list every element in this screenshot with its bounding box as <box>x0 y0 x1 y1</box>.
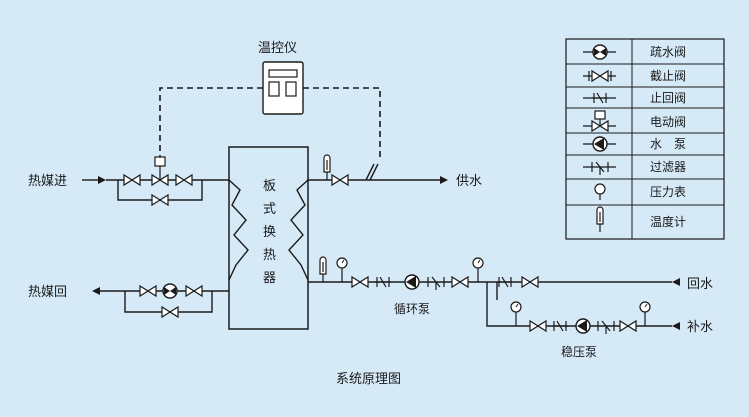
controller-label: 温控仪 <box>258 41 297 56</box>
makeup-strainer <box>597 320 615 335</box>
stabilizer-pump <box>575 318 591 334</box>
exchanger-char-4: 热 <box>263 248 276 263</box>
inlet-gate-valve-2 <box>175 174 193 186</box>
legend-label-pressure-gauge: 压力表 <box>650 185 686 199</box>
inlet-bypass-valve <box>151 194 169 206</box>
return-water-arrow <box>672 278 680 286</box>
makeup-check-valve <box>551 320 569 332</box>
makeup-pressure-gauge-1 <box>510 301 522 327</box>
supply-thermometer <box>323 154 331 181</box>
gate-valve-icon <box>583 70 616 82</box>
supply-label: 供水 <box>456 174 482 189</box>
strainer-icon <box>583 161 616 176</box>
supply-gate-valve <box>331 174 349 186</box>
return-gate-valve-1 <box>139 285 157 297</box>
return-water-label: 回水 <box>687 277 713 292</box>
legend-label-motorized-valve: 电动阀 <box>650 115 686 129</box>
legend-label-thermometer: 温度计 <box>650 214 686 229</box>
exchanger-char-5: 器 <box>263 271 276 286</box>
legend: 疏水阀 截止阀 止回阀 电动阀 水 泵 过滤器 压力表 温度计 <box>565 38 725 240</box>
legend-label-strainer: 过滤器 <box>650 160 686 174</box>
return-pressure-gauge-1 <box>336 257 348 283</box>
return-pressure-gauge-2 <box>472 257 484 283</box>
makeup-gate-valve-2 <box>619 320 637 332</box>
legend-label-check-valve: 止回阀 <box>650 91 686 105</box>
supply-arrow <box>440 176 448 184</box>
return-gate-valve <box>521 276 539 288</box>
motorized-valve-icon <box>583 110 616 132</box>
circ-strainer <box>427 276 445 291</box>
exchanger-char-1: 板 <box>263 179 276 194</box>
circ-check-valve <box>374 276 392 288</box>
makeup-arrow <box>672 322 680 330</box>
makeup-label: 补水 <box>687 320 713 335</box>
exchanger-char-2: 式 <box>263 202 276 217</box>
return-thermometer <box>319 256 327 283</box>
pump-icon <box>583 136 616 152</box>
diagram-title: 系统原理图 <box>336 372 401 387</box>
return-bypass-valve <box>161 306 179 318</box>
circ-gate-valve-2 <box>451 276 469 288</box>
check-valve-icon <box>583 92 616 104</box>
return-gate-valve-2 <box>185 285 203 297</box>
return-drain-valve <box>162 283 178 299</box>
heat-inlet-label: 热媒进 <box>28 174 67 189</box>
temperature-controller <box>262 61 304 115</box>
circulation-pump <box>404 274 420 290</box>
control-signal-line-right <box>303 87 381 160</box>
circ-gate-valve-1 <box>351 276 369 288</box>
makeup-gate-valve-1 <box>529 320 547 332</box>
pressure-gauge-icon <box>594 183 606 200</box>
exchanger-char-3: 换 <box>263 225 276 240</box>
plate-heat-exchanger <box>228 146 309 330</box>
stabilizer-pump-label: 稳压泵 <box>561 344 597 359</box>
legend-label-drain-valve: 疏水阀 <box>650 44 686 59</box>
control-signal-line-left <box>159 87 263 158</box>
supply-temperature-sensor <box>365 163 379 181</box>
circulation-pump-label: 循环泵 <box>394 302 430 316</box>
legend-label-gate-valve: 截止阀 <box>650 69 686 83</box>
motorized-valve-actuator <box>154 156 166 180</box>
legend-label-pump: 水 泵 <box>650 137 686 151</box>
makeup-pressure-gauge-2 <box>639 301 651 327</box>
drain-valve-icon <box>583 44 616 60</box>
return-check-valve <box>496 276 514 288</box>
heat-return-label: 热媒回 <box>28 285 67 300</box>
inlet-gate-valve-1 <box>123 174 141 186</box>
